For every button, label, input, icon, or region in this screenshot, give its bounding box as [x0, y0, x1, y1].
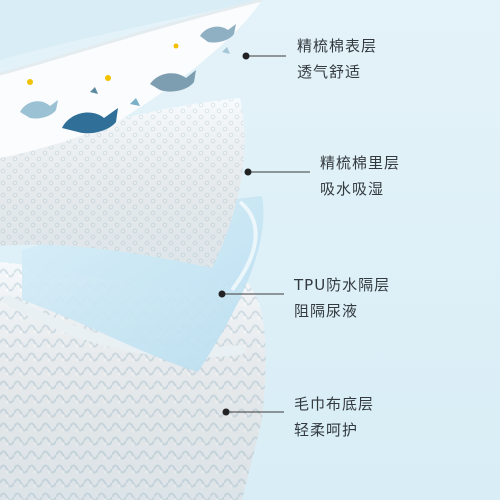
top-layer-edge	[0, 0, 263, 76]
callout-inner-layer-subtitle: 吸水吸湿	[320, 180, 385, 198]
callout-tpu-layer: TPU防水隔层 阻隔尿液	[294, 272, 390, 324]
callout-bottom-layer-title: 毛巾布底层	[294, 395, 375, 413]
callout-top-layer: 精梳棉表层 透气舒适	[297, 33, 377, 85]
printed-top-layer-shape	[0, 0, 262, 158]
callout-tpu-layer-title: TPU防水隔层	[294, 276, 391, 294]
callout-top-layer-subtitle: 透气舒适	[297, 63, 362, 81]
callout-bottom-layer: 毛巾布底层 轻柔呵护	[294, 391, 374, 443]
tpu-sheen	[230, 200, 258, 292]
dinosaur-print	[20, 24, 236, 134]
leader-lines	[218, 52, 310, 416]
callout-bottom-layer-subtitle: 轻柔呵护	[294, 421, 359, 439]
callout-inner-layer-title: 精梳棉里层	[320, 154, 401, 172]
callout-top-layer-title: 精梳棉表层	[297, 37, 378, 55]
top-gap	[0, 0, 262, 60]
callout-tpu-layer-subtitle: 阻隔尿液	[294, 302, 359, 320]
callout-inner-layer: 精梳棉里层 吸水吸湿	[320, 150, 400, 202]
